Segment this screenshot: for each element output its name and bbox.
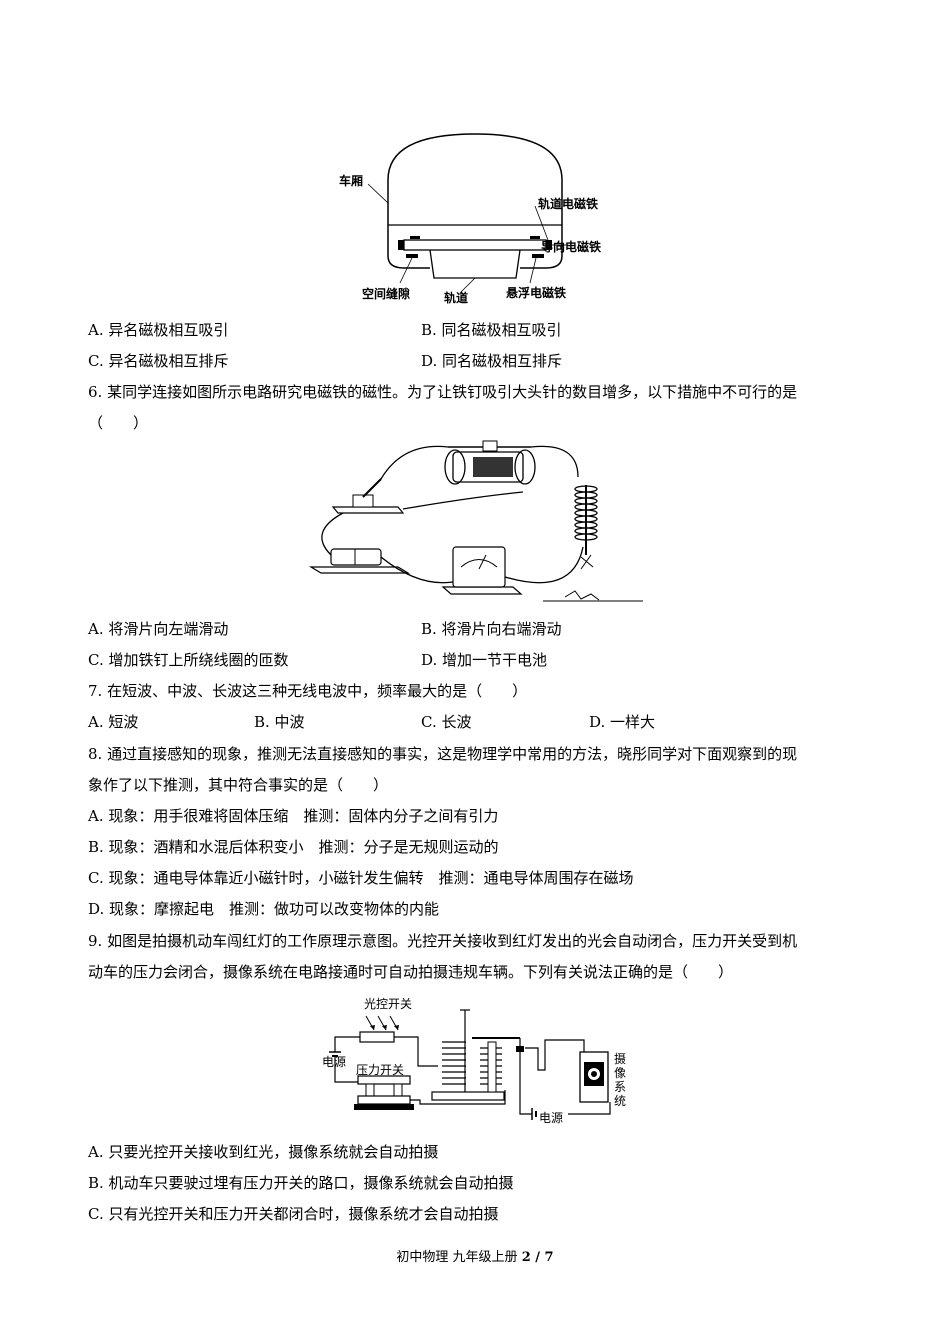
q9-option-c: C. 只有光控开关和压力开关都闭合时，摄像系统才会自动拍摄 xyxy=(88,1205,499,1223)
red-light-camera-circuit-diagram xyxy=(329,1009,611,1120)
q5-option-b: B. 同名磁极相互吸引 xyxy=(421,321,562,339)
camera-char: 统 xyxy=(614,1094,627,1108)
q8-option-b: B. 现象：酒精和水混后体积变小 推测：分子是无规则运动的 xyxy=(88,838,499,856)
label-gap: 空间缝隙 xyxy=(362,287,411,301)
q5-option-c: C. 异名磁极相互排斥 xyxy=(88,352,229,370)
label-car: 车厢 xyxy=(339,174,364,188)
q8-option-d: D. 现象：摩擦起电 推测：做功可以改变物体的内能 xyxy=(88,900,440,918)
camera-char: 系 xyxy=(614,1080,627,1094)
q5-option-a: A. 异名磁极相互吸引 xyxy=(88,321,229,339)
q6-option-b: B. 将滑片向右端滑动 xyxy=(421,620,562,638)
label-power-1: 电源 xyxy=(322,1055,347,1069)
electromagnet-circuit-diagram xyxy=(308,440,643,602)
q5-option-d: D. 同名磁极相互排斥 xyxy=(421,352,563,370)
q6-option-d: D. 增加一节干电池 xyxy=(421,651,548,669)
label-track-magnet: 轨道电磁铁 xyxy=(538,197,599,211)
footer-text: 初中物理 九年级上册 xyxy=(396,1250,518,1265)
label-power-2: 电源 xyxy=(539,1111,564,1125)
page-footer: 初中物理 九年级上册 2 / 7 xyxy=(0,1246,950,1265)
q9-option-b: B. 机动车只要驶过埋有压力开关的路口，摄像系统就会自动拍摄 xyxy=(88,1174,514,1192)
label-track: 轨道 xyxy=(444,291,469,305)
q8-option-a: A. 现象：用手很难将固体压缩 推测：固体内分子之间有引力 xyxy=(88,807,499,825)
q7-option-c: C. 长波 xyxy=(421,713,472,731)
label-guide-magnet: 导向电磁铁 xyxy=(541,240,602,254)
label-pressure-switch: 压力开关 xyxy=(356,1063,405,1077)
q7-option-d: D. 一样大 xyxy=(589,713,656,731)
q7-stem: 7. 在短波、中波、长波这三种无线电波中，频率最大的是（ ） xyxy=(88,682,528,700)
camera-char: 摄 xyxy=(614,1052,627,1066)
q7-option-a: A. 短波 xyxy=(88,713,139,731)
q9-option-a: A. 只要光控开关接收到红光，摄像系统就会自动拍摄 xyxy=(88,1143,439,1161)
q8-option-c: C. 现象：通电导体靠近小磁针时，小磁针发生偏转 推测：通电导体周围存在磁场 xyxy=(88,869,634,887)
q6-option-c: C. 增加铁钉上所绕线圈的匝数 xyxy=(88,651,289,669)
q6-stem: 6. 某同学连接如图所示电路研究电磁铁的磁性。为了让铁钉吸引大头针的数目增多，以… xyxy=(88,383,798,401)
q6-option-a: A. 将滑片向左端滑动 xyxy=(88,620,229,638)
q9-stem-line1: 9. 如图是拍摄机动车闯红灯的工作原理示意图。光控开关接收到红灯发出的光会自动闭… xyxy=(88,932,798,950)
q7-option-b: B. 中波 xyxy=(254,713,305,731)
label-suspension-magnet: 悬浮电磁铁 xyxy=(506,286,567,300)
camera-char: 像 xyxy=(614,1066,627,1080)
q8-stem-line1: 8. 通过直接感知的现象，推测无法直接感知的事实，这是物理学中常用的方法，晓彤同… xyxy=(88,745,798,763)
maglev-diagram xyxy=(367,133,568,294)
q9-stem-line2: 动车的压力会闭合，摄像系统在电路接通时可自动拍摄违规车辆。下列有关说法正确的是（… xyxy=(88,963,734,981)
q6-bracket: （ ） xyxy=(88,414,149,432)
q8-stem-line2: 象作了以下推测，其中符合事实的是（ ） xyxy=(88,776,389,794)
label-light-switch: 光控开关 xyxy=(364,997,413,1011)
label-camera-system: 摄 像 系 统 xyxy=(614,1052,628,1108)
page-number: 2 / 7 xyxy=(521,1250,554,1265)
